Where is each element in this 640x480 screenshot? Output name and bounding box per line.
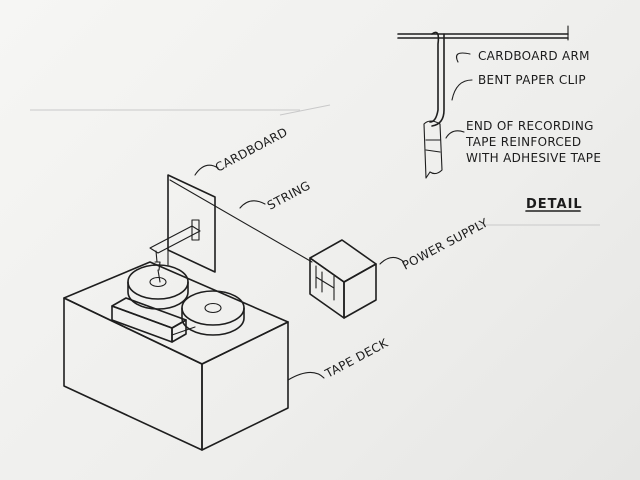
label-end-of-tape-2: TAPE REINFORCED <box>465 135 581 149</box>
leader-lines <box>194 52 473 381</box>
label-tape-deck: TAPE DECK <box>322 335 391 381</box>
detail-clip <box>429 31 445 127</box>
power-supply <box>309 239 377 319</box>
tape-deck-side-face <box>201 321 289 451</box>
guide-lines <box>30 104 600 226</box>
label-cardboard-arm: CARDBOARD ARM <box>478 49 590 63</box>
tape-deck-top-face <box>63 261 289 365</box>
label-end-of-tape-1: END OF RECORDING <box>466 119 594 133</box>
cardboard-panel <box>149 174 216 283</box>
detail-inset <box>397 25 569 179</box>
label-end-of-tape-3: WITH ADHESIVE TAPE <box>466 151 601 165</box>
label-detail: DETAIL <box>526 197 583 212</box>
cardboard-arm <box>149 225 201 254</box>
string <box>169 179 313 263</box>
label-cardboard: CARDBOARD <box>213 125 290 175</box>
label-bent-paper-clip: BENT PAPER CLIP <box>478 73 586 87</box>
right-reel <box>181 290 245 336</box>
tape-deck <box>63 261 289 451</box>
tape-head-block <box>111 297 196 343</box>
paper-clip <box>154 250 161 271</box>
tape-deck-front-face <box>63 297 203 451</box>
detail-tape-end <box>423 120 443 179</box>
label-power-supply: POWER SUPPLY <box>400 215 491 272</box>
label-string: STRING <box>265 178 313 212</box>
